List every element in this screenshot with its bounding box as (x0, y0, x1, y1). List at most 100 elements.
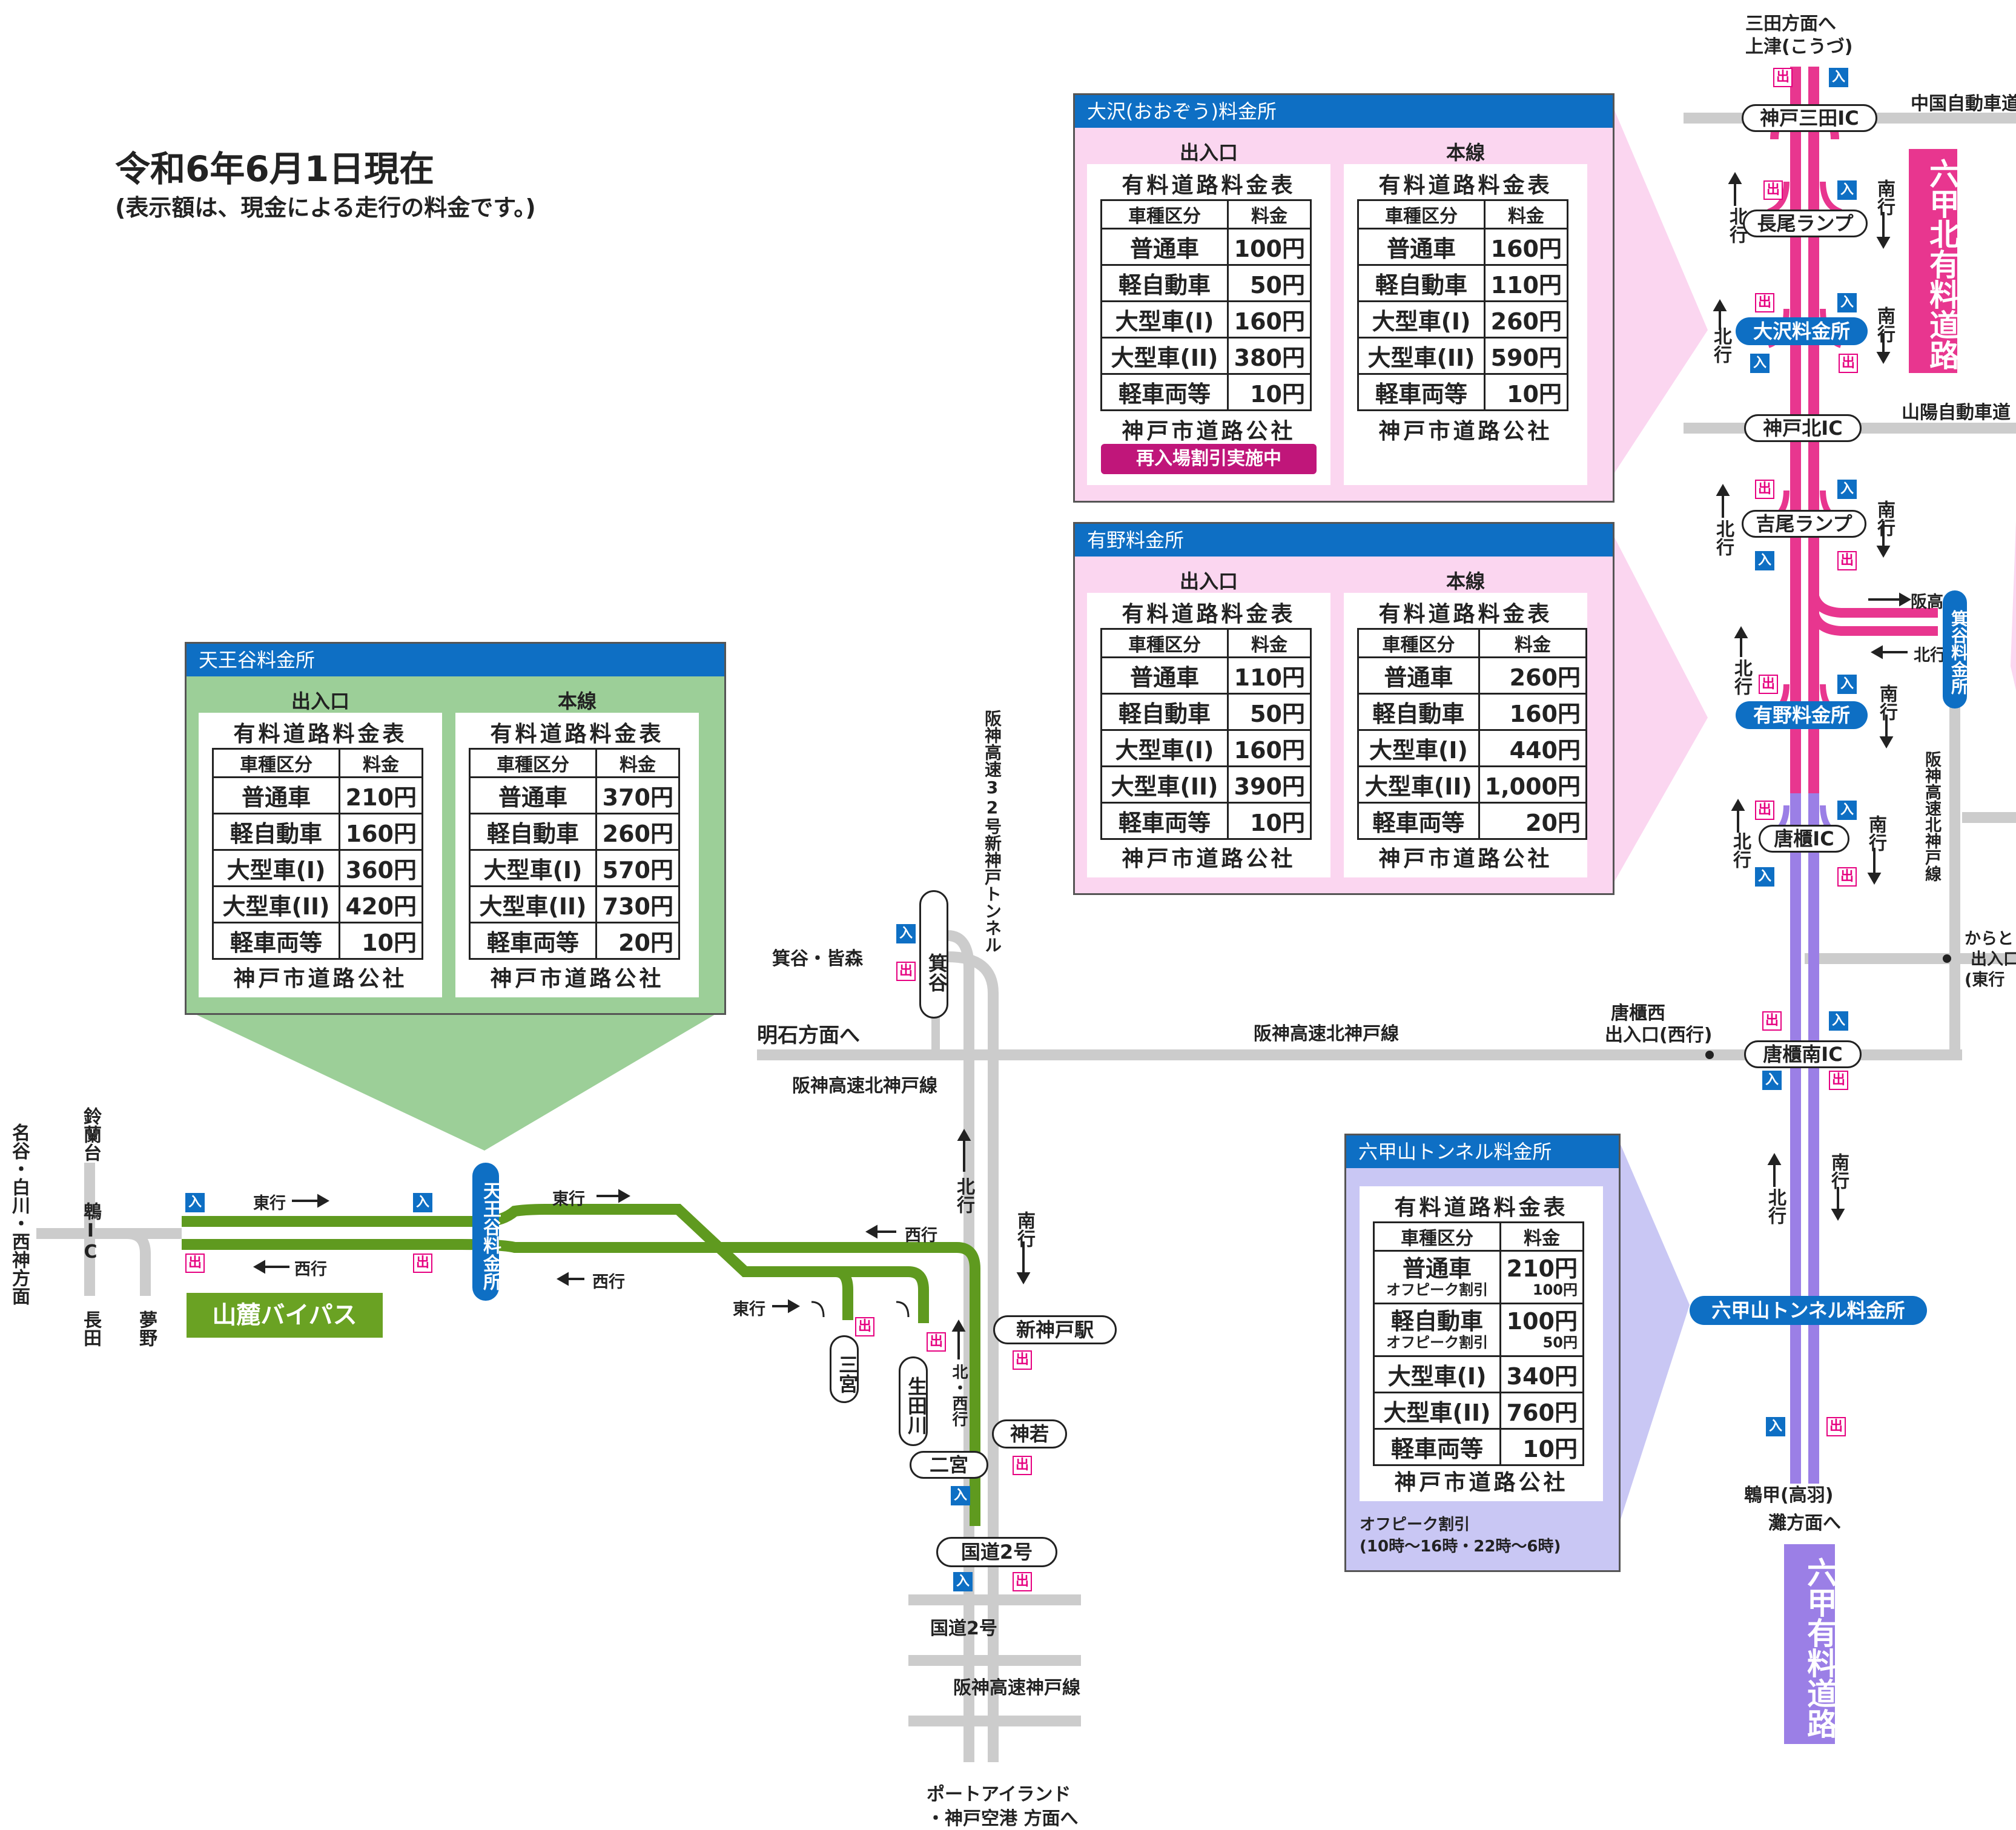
bypass-road-name: 山麓バイパス (187, 1293, 383, 1338)
osawa-title: 大沢(おおぞう)料金所 (1075, 95, 1613, 128)
hanshin-kitakobe-mid: 阪神高速北神戸線 (1254, 1023, 1399, 1045)
vehicle: 大型車(II) (212, 885, 340, 923)
north-label: 北行 (1713, 520, 1734, 556)
offpeak-fee: 50円 (1542, 1333, 1578, 1351)
sheet-title: 有料道路料金表 (1378, 173, 1553, 198)
osawa-callout (1611, 102, 1708, 478)
vehicle: 大型車(I) (1357, 729, 1480, 767)
fee: 100円 (1227, 228, 1312, 266)
exit-badge: 出 (1013, 1572, 1032, 1591)
vehicle: 軽自動車 (212, 813, 340, 851)
vehicle: 普通車 (469, 776, 597, 814)
vehicle: 普通車 (212, 776, 340, 814)
east-label: 東行 (552, 1190, 585, 1209)
entry-badge: 入 (1829, 68, 1848, 87)
sheet-title: 有料道路料金表 (490, 722, 664, 747)
fee: 10円 (1484, 373, 1568, 411)
exit-badge: 出 (1762, 1011, 1782, 1031)
company: 神戸市道路公社 (1378, 419, 1553, 444)
karato-west-2: 出入口(西行) (1605, 1025, 1713, 1046)
east-label: 東行 (733, 1300, 765, 1319)
arino-callout (1611, 530, 1708, 888)
fee: 160円 (1478, 693, 1588, 731)
entry-badge: 入 (1829, 1011, 1848, 1031)
fee: 390円 (1227, 765, 1312, 804)
vehicle: 軽自動車 (1390, 1308, 1483, 1335)
fee: 260円 (1478, 656, 1588, 695)
vehicle: 軽自動車 (469, 813, 597, 851)
col-vehicle: 車種区分 (1373, 1221, 1501, 1252)
north-label: 北行 (953, 1177, 974, 1214)
kobe-kita-ic: 神戸北IC (1744, 414, 1862, 442)
offpeak-label: オフピーク割引 (1386, 1281, 1488, 1298)
entry-badge: 入 (1837, 675, 1857, 694)
entry-badge: 入 (951, 1486, 970, 1505)
vehicle-offpeak: 普通車オフピーク割引 (1373, 1250, 1501, 1304)
exit-badge: 出 (896, 962, 916, 981)
as-of-date: 令和6年6月1日現在 (115, 148, 435, 190)
west-label: 西行 (592, 1273, 625, 1292)
hanko-label: 阪高 (1911, 593, 1943, 612)
fee: 160円 (1484, 228, 1568, 266)
vehicle: 軽自動車 (1100, 264, 1229, 302)
exit-badge: 出 (1829, 1071, 1848, 1090)
entry-badge: 入 (413, 1193, 432, 1212)
minotani-mibu: 箕谷・皆森 (772, 948, 863, 970)
east-label: 東行 (253, 1194, 286, 1213)
minotani-ramp: 箕谷 (919, 890, 948, 1019)
sheet-title: 有料道路料金表 (1122, 173, 1296, 198)
arino-title: 有野料金所 (1075, 524, 1613, 557)
vehicle: 軽自動車 (1357, 693, 1480, 731)
dest-sanda: 三田方面へ (1745, 13, 1836, 35)
fee: 160円 (1227, 729, 1312, 767)
suzurandai: 鈴蘭台 (80, 1107, 101, 1161)
offpeak-note: オフピーク割引 (1360, 1516, 1470, 1534)
south-label: 南行 (1865, 815, 1886, 851)
nagao-ramp: 長尾ランプ (1743, 210, 1868, 237)
nada-dest: 灘方面へ (1768, 1513, 1841, 1534)
hanshin-kitakobe-left: 阪神高速北神戸線 (792, 1075, 937, 1097)
exit-badge: 出 (1839, 354, 1858, 373)
arino-main-label: 本線 (1446, 570, 1485, 593)
col-vehicle: 車種区分 (1357, 628, 1480, 658)
fee: 340円 (1499, 1355, 1584, 1393)
fee: 760円 (1499, 1392, 1584, 1430)
company: 神戸市道路公社 (1394, 1470, 1568, 1495)
fee: 360円 (339, 849, 423, 887)
west-directions: 名谷・白川・西神方面 (8, 1123, 30, 1305)
company: 神戸市道路公社 (1378, 847, 1553, 871)
rokko-lines (1790, 793, 1819, 1484)
exit-badge: 出 (1763, 180, 1783, 200)
col-fee: 料金 (1484, 199, 1568, 230)
vehicle: 軽車両等 (1373, 1428, 1501, 1466)
exit-badge: 出 (1837, 867, 1857, 887)
exit-badge: 出 (1773, 68, 1793, 87)
entry-badge: 入 (1837, 293, 1857, 312)
ramp-stubs (1767, 181, 1842, 839)
akashi-dest: 明石方面へ (757, 1023, 860, 1048)
rokko-road-name: 六甲有料道路 (1784, 1544, 1837, 1744)
sanyo-expressway: 山陽自動車道 (1902, 402, 2011, 423)
arino-entrance-label: 出入口 (1179, 570, 1238, 593)
rokkoyama-tollgate: 六甲山トンネル料金所 (1690, 1296, 1927, 1325)
south-label: 南行 (1874, 500, 1895, 537)
south-label: 南行 (1828, 1153, 1849, 1189)
company: 神戸市道路公社 (490, 966, 664, 991)
vehicle: 軽車両等 (469, 922, 597, 960)
karato-partial-1: からと (1965, 930, 2014, 948)
fee: 160円 (339, 813, 423, 851)
company: 神戸市道路公社 (1122, 847, 1296, 871)
south-label: 南行 (1876, 684, 1897, 721)
entry-badge: 入 (1750, 354, 1770, 373)
offpeak-fee: 100円 (1532, 1281, 1578, 1298)
vehicle: 普通車 (1402, 1255, 1472, 1283)
